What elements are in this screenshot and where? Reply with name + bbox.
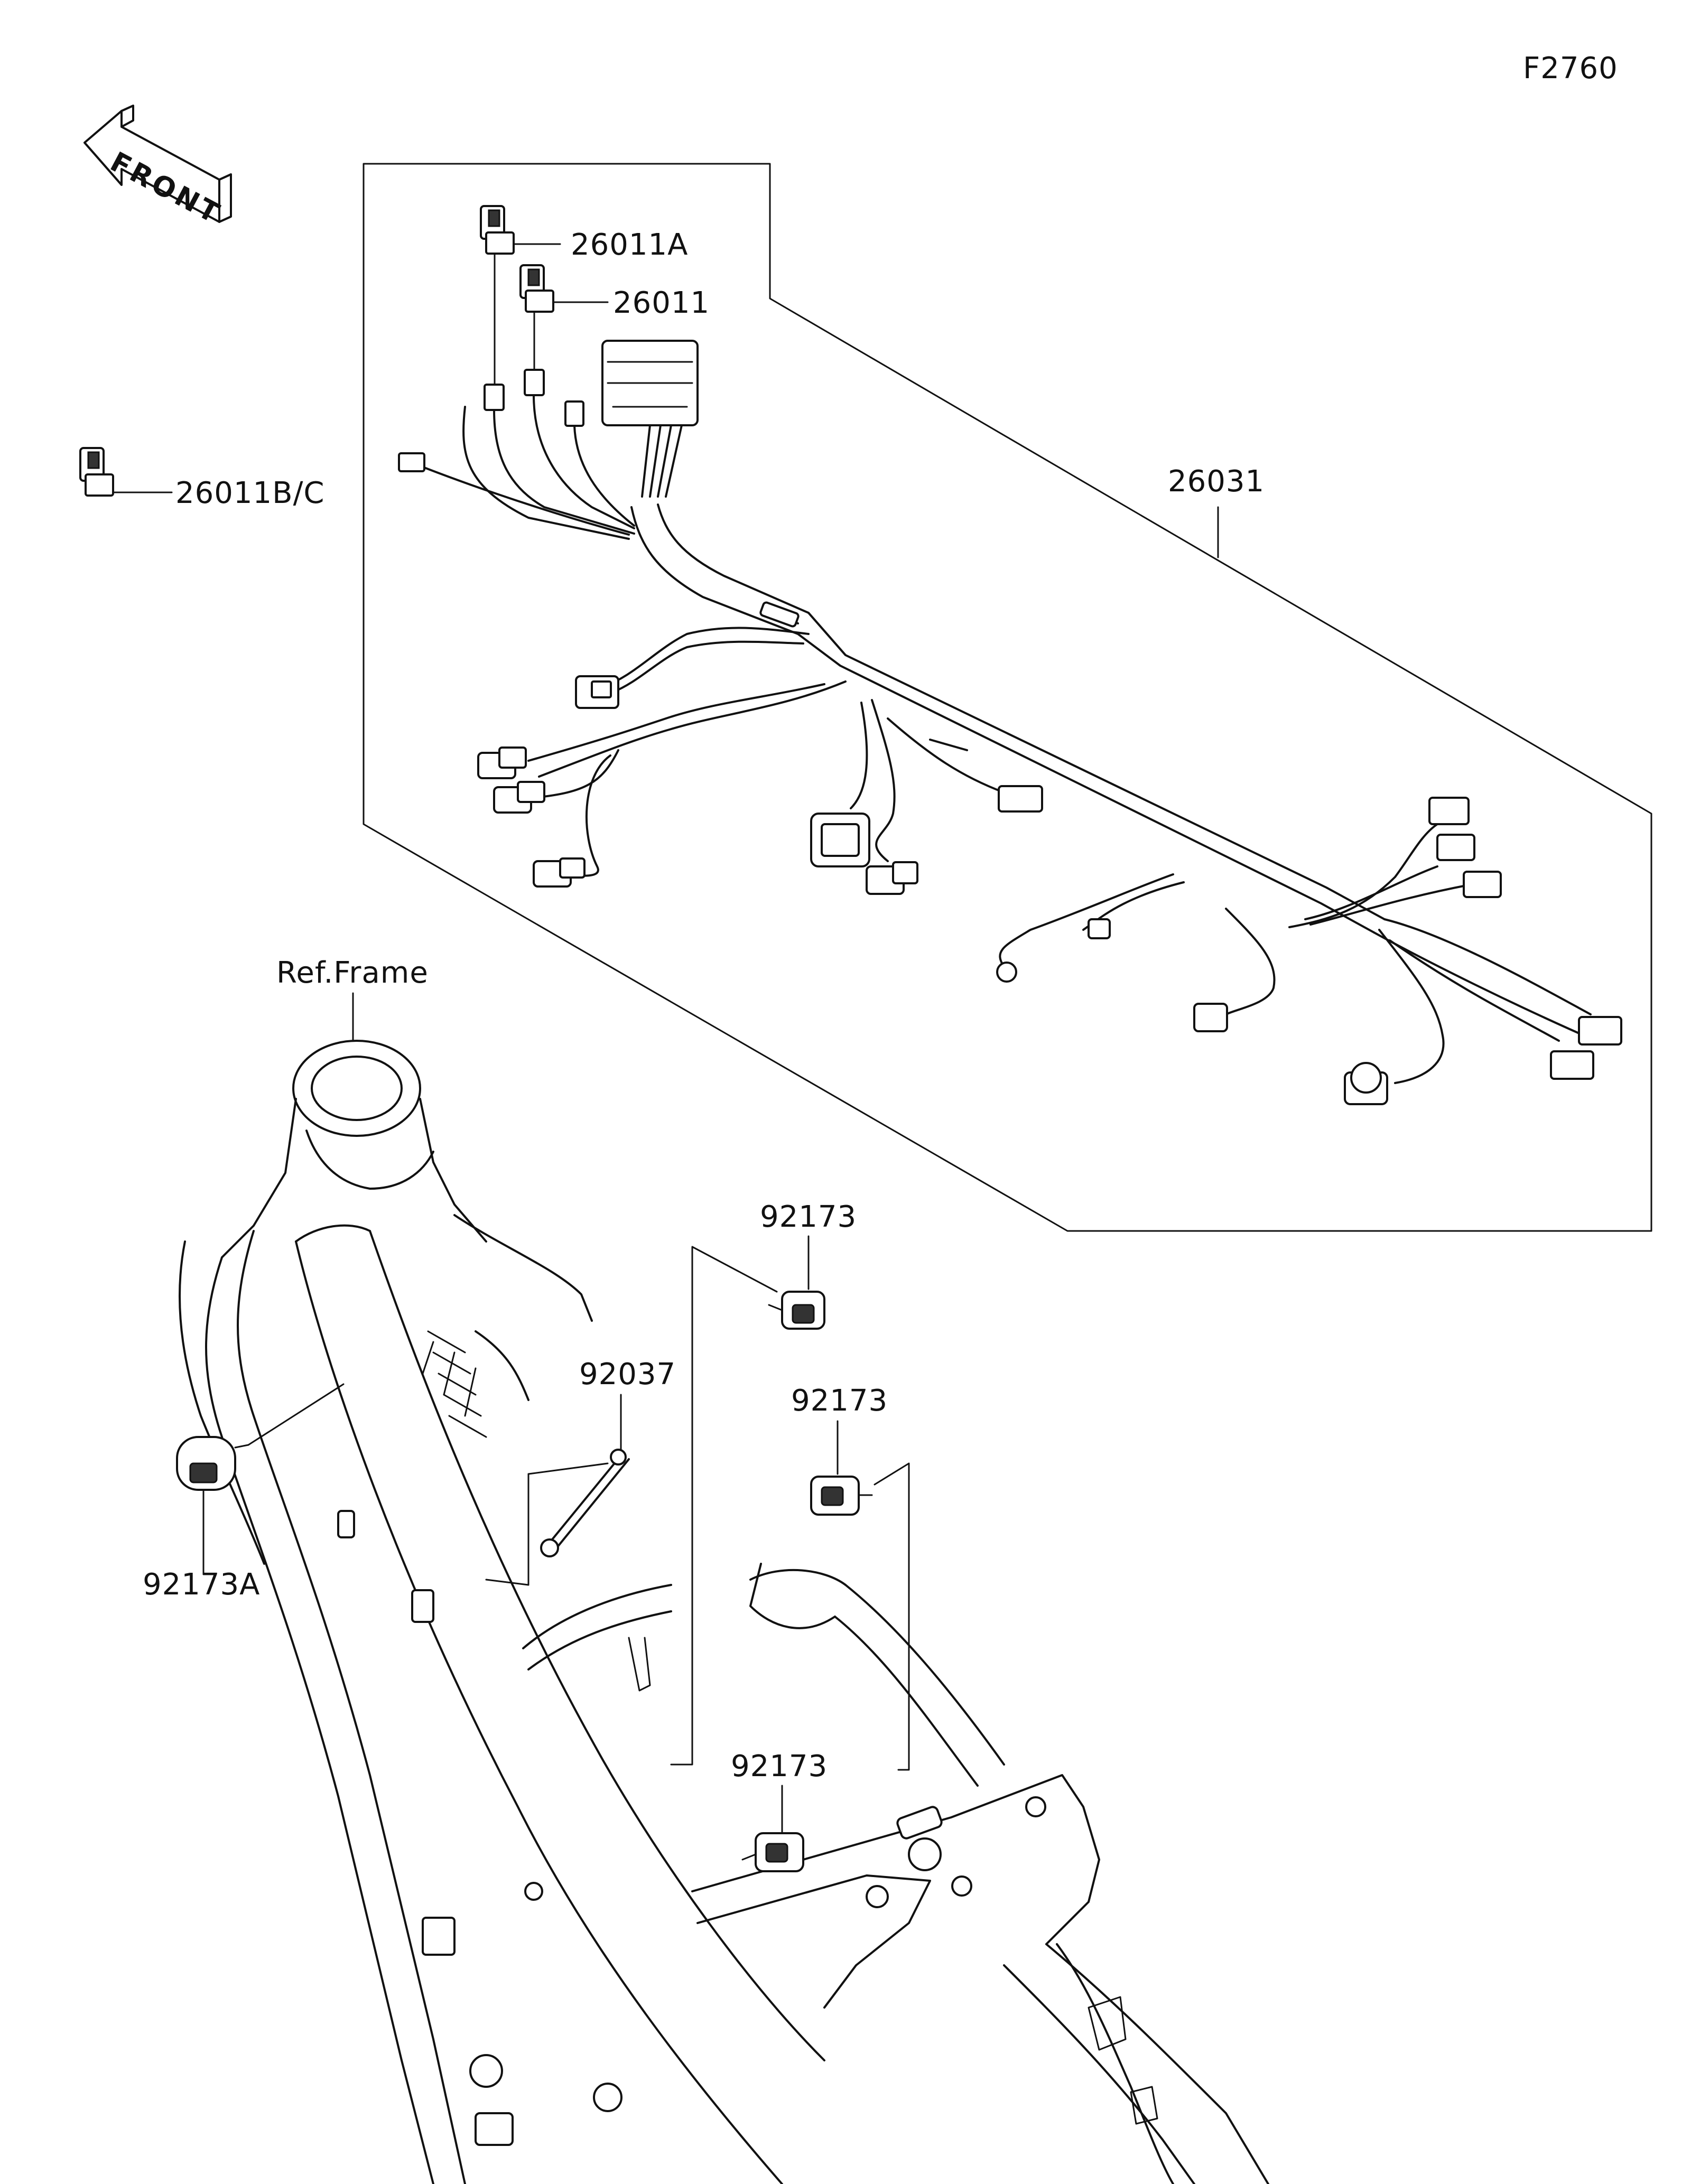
figure-code: F2760 (1523, 51, 1618, 86)
front-arrow-icon: FRONT (83, 105, 232, 231)
main-wiring-harness[interactable] (398, 253, 1622, 1105)
clamp-92173a[interactable] (176, 1383, 345, 1575)
label-92037: 92037 (579, 1357, 676, 1392)
label-26011a: 26011A (571, 228, 688, 262)
band-92037[interactable] (485, 1394, 630, 1586)
connector-26011a[interactable] (480, 205, 561, 255)
label-26011: 26011 (613, 286, 710, 320)
label-92173-bottom: 92173 (731, 1749, 828, 1784)
label-92173-mid: 92173 (791, 1384, 888, 1418)
leader-92173-mid (874, 1462, 910, 1771)
label-92173-top: 92173 (760, 1200, 857, 1234)
motorcycle-frame (179, 1040, 1269, 2184)
connector-26011bc[interactable] (79, 447, 173, 497)
clamp-92173-mid[interactable] (810, 1420, 873, 1516)
harness-group-boundary (363, 163, 1652, 1232)
label-ref-frame: Ref.Frame (276, 956, 429, 990)
connector-26011[interactable] (519, 264, 609, 313)
label-26011bc: 26011B/C (175, 476, 325, 510)
leader-92173-top (670, 1246, 778, 1766)
label-26031: 26031 (1168, 464, 1265, 499)
clamp-92173-bottom[interactable] (741, 1785, 804, 1872)
label-92173a: 92173A (143, 1567, 260, 1602)
clamp-92173-top[interactable] (768, 1235, 825, 1330)
